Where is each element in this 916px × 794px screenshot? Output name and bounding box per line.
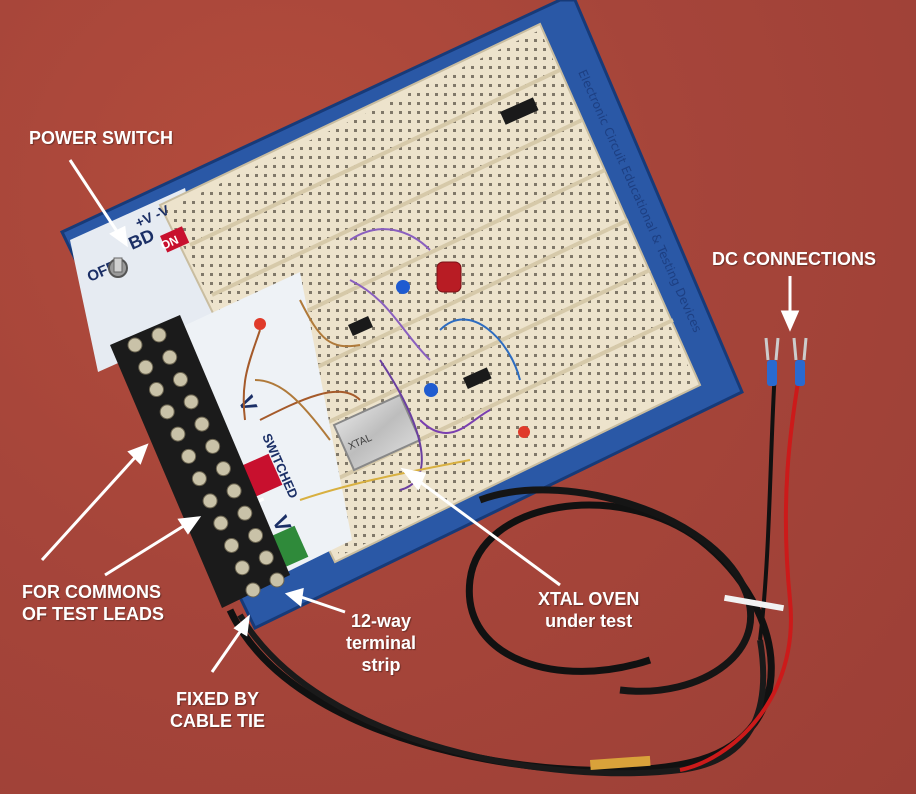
label-xtal-oven: XTAL OVEN under test: [538, 588, 639, 632]
terminal-screw: [191, 471, 207, 487]
spade-connectors: [764, 337, 808, 386]
label-terminal-line1: 12-way: [350, 611, 412, 631]
terminal-screw: [248, 527, 264, 543]
led-red-left: [254, 318, 266, 330]
label-terminal-line2: terminal: [346, 633, 417, 653]
label-dc-connections: DC CONNECTIONS: [712, 249, 877, 269]
terminal-strip: [110, 315, 290, 608]
dc-cables: [226, 369, 802, 777]
led-blue-1: [396, 280, 410, 294]
annotation-arrows: [40, 159, 800, 673]
terminal-screw: [162, 349, 178, 365]
terminal-screw: [202, 493, 218, 509]
terminal-screw: [194, 416, 210, 432]
label-xtal-oven-line1: XTAL OVEN: [538, 589, 640, 609]
label-fixed-line1: FIXED BY: [176, 689, 260, 709]
label-power-switch: POWER SWITCH: [29, 128, 173, 148]
label-fixed-cable-tie: FIXED BY CABLE TIE: [170, 688, 265, 732]
circuit-components: XTAL: [242, 97, 539, 501]
capacitor: [436, 261, 462, 293]
led-red-right: [518, 426, 530, 438]
heat-shrink: [590, 755, 651, 770]
terminal-screw: [245, 582, 261, 598]
terminal-screw: [237, 505, 253, 521]
terminal-screw: [234, 560, 250, 576]
terminal-screw: [258, 550, 274, 566]
label-for-commons-line1: FOR COMMONS: [22, 582, 161, 602]
terminal-screw: [269, 572, 285, 588]
ic-chip-mid: [348, 316, 373, 336]
terminal-screw: [181, 448, 197, 464]
terminal-screw: [183, 394, 199, 410]
terminal-screw: [224, 537, 240, 553]
label-for-commons: FOR COMMONS OF TEST LEADS: [22, 581, 164, 625]
label-terminal-line3: strip: [361, 655, 401, 675]
terminal-screw: [127, 337, 143, 353]
terminal-screw: [170, 426, 186, 442]
label-xtal-oven-line2: under test: [545, 611, 633, 631]
switch-on-text: ON: [159, 233, 181, 253]
terminal-screw: [205, 438, 221, 454]
terminal-screw: [213, 515, 229, 531]
label-for-commons-line2: OF TEST LEADS: [22, 604, 165, 624]
terminal-screw: [151, 327, 167, 343]
terminal-screw: [172, 372, 188, 388]
ic-chip-right: [463, 367, 492, 389]
power-toggle-switch: [108, 257, 128, 278]
ic-chip-top: [500, 97, 539, 125]
led-blue-2: [424, 383, 438, 397]
label-terminal-strip: 12-way terminal strip: [346, 610, 416, 676]
terminal-screw: [148, 382, 164, 398]
terminal-screw: [138, 359, 154, 375]
terminal-screw: [215, 461, 231, 477]
label-fixed-line2: CABLE TIE: [170, 711, 266, 731]
terminal-screw: [226, 483, 242, 499]
terminal-screw: [159, 404, 175, 420]
switch-on-box: ON: [159, 226, 190, 253]
cable-tie: [723, 594, 785, 612]
